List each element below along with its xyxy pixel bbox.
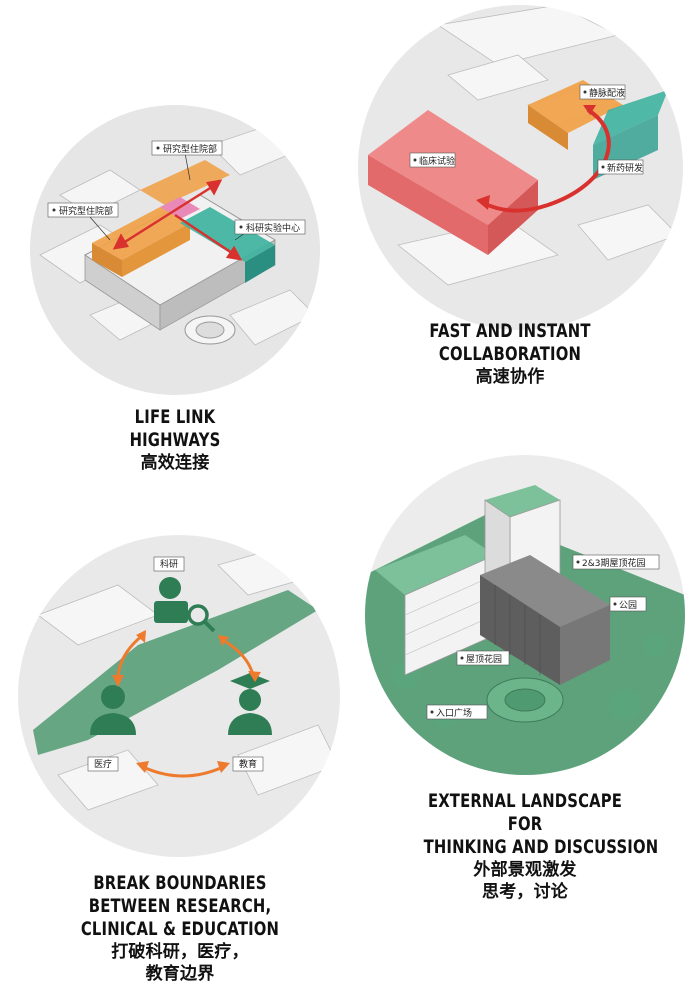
- external-landscape-illustration: 2&3期屋顶花园 公园 屋顶花园 入口广场: [365, 455, 685, 775]
- label-left: 研究型住院部: [47, 202, 119, 241]
- doctor-icon: [90, 685, 136, 735]
- svg-text:屋顶花园: 屋顶花园: [466, 653, 502, 665]
- caption-line: BREAK BOUNDARIES: [93, 872, 267, 894]
- svg-text:教育: 教育: [239, 758, 257, 770]
- green-band: [33, 590, 318, 755]
- label-left: 医疗: [87, 756, 119, 772]
- caption-line: 高速协作: [475, 367, 545, 387]
- caption-line: 打破科研，医疗，: [111, 942, 249, 962]
- caption-line: FAST AND INSTANT: [429, 320, 591, 342]
- external-landscape-caption: EXTERNAL LANDSCAPE FOR THINKING AND DISC…: [395, 790, 659, 903]
- caption-line: 外部景观激发: [473, 860, 577, 880]
- label-park: 公园: [609, 596, 647, 612]
- label-top: 静脉配液: [579, 84, 626, 100]
- caption-line: CLINICAL & EDUCATION: [80, 918, 280, 940]
- caption-line: FOR: [507, 813, 543, 835]
- svg-text:新药研发: 新药研发: [607, 162, 643, 174]
- svg-text:研究型住院部: 研究型住院部: [163, 143, 217, 155]
- caption-line: HIGHWAYS: [129, 429, 221, 451]
- caption-line: 教育边界: [145, 964, 215, 984]
- graduate-icon: [228, 673, 272, 735]
- label-top: 科研: [153, 556, 185, 572]
- life-link-diagram: 研究型住院部 研究型住院部 科研实验中心: [30, 105, 320, 395]
- caption-line: LIFE LINK: [134, 406, 216, 428]
- label-right: 教育: [232, 756, 264, 772]
- label-right: 科研实验中心: [234, 219, 306, 241]
- caption-line: THINKING AND DISCUSSION: [423, 836, 659, 858]
- label-right: 新药研发: [597, 159, 644, 175]
- caption-line: EXTERNAL LANDSCAPE: [427, 790, 623, 812]
- svg-text:科研: 科研: [160, 558, 178, 570]
- break-boundaries-caption: BREAK BOUNDARIES BETWEEN RESEARCH, CLINI…: [50, 872, 310, 985]
- svg-text:静脉配液: 静脉配液: [589, 87, 625, 99]
- svg-text:2&3期屋顶花园: 2&3期屋顶花园: [582, 557, 645, 569]
- caption-line: 高效连接: [140, 453, 210, 473]
- label-left: 临床试验: [409, 152, 456, 168]
- life-link-caption: LIFE LINK HIGHWAYS 高效连接: [75, 406, 275, 474]
- dark-block: [480, 555, 610, 627]
- svg-text:临床试验: 临床试验: [419, 155, 455, 167]
- svg-text:科研实验中心: 科研实验中心: [246, 222, 300, 234]
- break-boundaries-diagram: 科研 医疗 教育: [18, 535, 340, 857]
- svg-text:医疗: 医疗: [94, 758, 112, 770]
- fast-collaboration-caption: FAST AND INSTANT COLLABORATION 高速协作: [400, 320, 620, 388]
- life-link-illustration: 研究型住院部 研究型住院部 科研实验中心: [30, 105, 320, 395]
- label-roof-garden-2-3: 2&3期屋顶花园: [572, 554, 660, 570]
- research-icon: [154, 577, 216, 633]
- fast-collaboration-illustration: 静脉配液 临床试验 新药研发: [358, 5, 683, 330]
- svg-text:公园: 公园: [619, 600, 637, 611]
- pink-block: [368, 110, 538, 225]
- teal-block: [593, 90, 668, 145]
- teal-wing: [180, 207, 275, 262]
- caption-line: COLLABORATION: [438, 343, 582, 365]
- label-top: 研究型住院部: [151, 140, 223, 181]
- svg-text:入口广场: 入口广场: [436, 707, 472, 719]
- svg-text:研究型住院部: 研究型住院部: [59, 205, 113, 217]
- caption-line: BETWEEN RESEARCH,: [88, 895, 272, 917]
- label-roof-garden: 屋顶花园: [456, 650, 510, 666]
- fast-collaboration-diagram: 静脉配液 临床试验 新药研发: [358, 5, 683, 330]
- label-entrance-plaza: 入口广场: [426, 704, 488, 720]
- caption-line: 思考，讨论: [482, 882, 568, 902]
- break-boundaries-illustration: 科研 医疗 教育: [18, 535, 340, 857]
- external-landscape-diagram: 2&3期屋顶花园 公园 屋顶花园 入口广场: [365, 455, 685, 775]
